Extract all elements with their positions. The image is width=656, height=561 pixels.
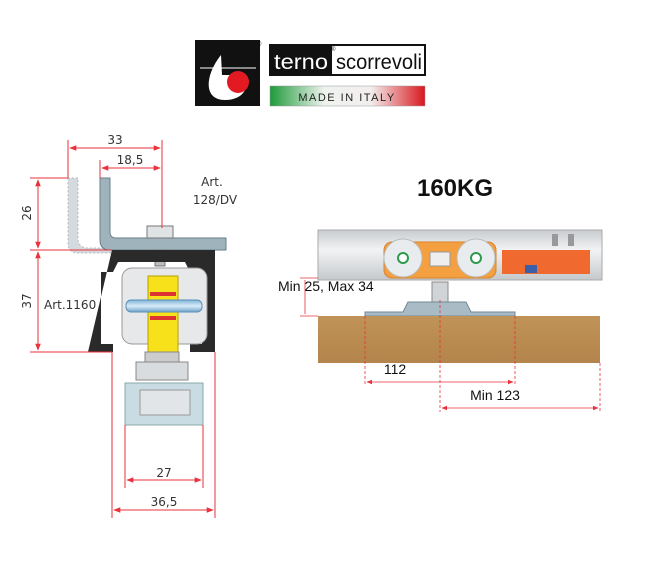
dimension-lines [30,140,216,518]
bracket-article-1: Art. [201,175,223,189]
door-panel [318,316,600,363]
load-capacity: 160KG [417,175,493,202]
dim-27: 27 [156,466,171,480]
logo: terno scorrevoli ® ® MADE IN ITALY [195,40,426,107]
dim-gap: Min 25, Max 34 [278,278,374,294]
dim-112: 112 [384,361,407,377]
dim-36-5: 36,5 [151,495,178,509]
italy-flag-bar [269,85,426,107]
stopper [502,250,590,274]
dim-33: 33 [107,133,122,147]
dim-min-123: Min 123 [470,387,520,403]
dim-26: 26 [20,205,34,220]
mounting-plate [364,301,516,317]
nut [135,361,189,381]
brand-right: scorrevoli [336,51,422,74]
profile-article: Art.1160 [44,298,96,312]
bracket-article-2: 128/DV [193,193,238,207]
dim-18-5: 18,5 [117,153,144,167]
bearing [147,275,179,353]
dim-37: 37 [20,293,34,308]
dimension-lines-right [300,277,601,412]
made-in-italy: MADE IN ITALY [298,92,395,104]
registered-mark-2: ® [257,41,262,48]
side-view-drawing: 160KG Min 25, Max 34 112 Min 123 [278,175,603,412]
brand-left: terno [274,51,328,74]
axle [125,299,203,313]
cross-section-drawing: 33 18,5 26 37 27 36,5 Art. 128/DV Art.11… [20,133,238,518]
bracket [99,177,227,251]
registered-mark: ® [331,46,336,53]
